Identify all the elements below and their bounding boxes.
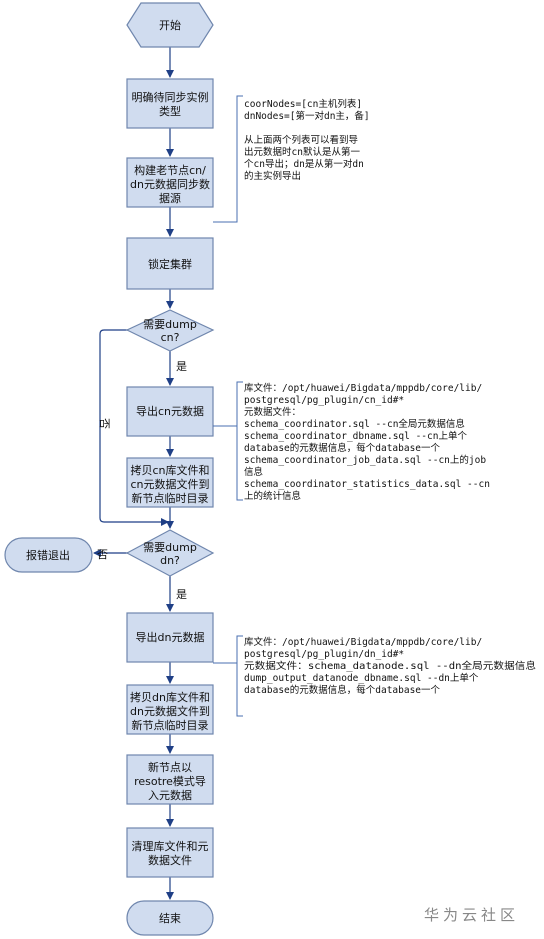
cn-no-label: 否 xyxy=(98,418,111,429)
dn-no-label: 否 xyxy=(97,548,108,561)
copy-dn-label-1: 拷贝dn库文件和 xyxy=(130,690,210,704)
export-cn-label: 导出cn元数据 xyxy=(136,404,204,418)
dn-note-line-3: 元数据文件：schema_datanode.sql --dn全局元数据信息 xyxy=(244,660,536,672)
cn-note-line-4: schema_coordinator.sql --cn全局元数据信息 xyxy=(244,418,465,430)
lock-cluster-node xyxy=(126,237,214,290)
build-source-label-1: 构建老节点cn/ xyxy=(134,163,206,177)
cn-note-line-3: 元数据文件： xyxy=(244,406,301,418)
determine-type-label-1: 明确待同步实例 xyxy=(132,90,209,104)
cn-note: 库文件：/opt/huawei/Bigdata/mppdb/core/lib/ … xyxy=(244,382,490,502)
dn-note-line-1: 库文件：/opt/huawei/Bigdata/mppdb/core/lib/ xyxy=(244,636,482,648)
dn-note-line-5: database的元数据信息，每个database一个 xyxy=(244,684,441,696)
start-label: 开始 xyxy=(159,18,181,32)
need-dump-cn-decision xyxy=(125,309,215,352)
error-exit-label: 报错退出 xyxy=(26,548,70,562)
cn-note-line-9: schema_coordinator_statistics_data.sql -… xyxy=(244,479,490,490)
end-node xyxy=(126,900,214,936)
dn-note: 库文件：/opt/huawei/Bigdata/mppdb/core/lib/ … xyxy=(244,636,536,696)
lock-cluster-label: 锁定集群 xyxy=(148,257,192,271)
need-dump-cn-label-1: 需要dump xyxy=(143,318,197,331)
copy-cn-label-1: 拷贝cn库文件和 xyxy=(130,463,209,477)
start-node xyxy=(126,2,214,48)
copy-dn-label-3: 新节点临时目录 xyxy=(132,718,209,732)
end-label: 结束 xyxy=(159,912,181,925)
dn-note-line-2: postgresql/pg_plugin/dn_id#* xyxy=(244,649,404,660)
dn-yes-label: 是 xyxy=(176,588,187,601)
cn-note-line-8: 信息 xyxy=(244,466,263,478)
source-note-line-4: 从上面两个列表可以看到导 xyxy=(244,134,358,146)
copy-cn-label-2: cn元数据文件到 xyxy=(130,477,209,491)
cn-note-line-10: 上的统计信息 xyxy=(244,490,301,502)
build-source-node xyxy=(126,157,214,208)
note-brackets xyxy=(213,95,243,717)
source-note-line-1: coorNodes=[cn主机列表] xyxy=(244,98,362,110)
build-source-label-3: 据源 xyxy=(159,191,181,205)
cn-note-line-7: schema_coordinator_job_data.sql --cn上的jo… xyxy=(244,454,486,466)
restore-label-2: resotre模式导 xyxy=(134,775,206,788)
source-note-bracket xyxy=(213,95,243,223)
source-note-line-7: 的主实例导出 xyxy=(244,170,301,182)
copy-cn-label-3: 新节点临时目录 xyxy=(132,491,209,505)
cn-note-line-2: postgresql/pg_plugin/cn_id#* xyxy=(244,395,404,406)
cleanup-label-1: 清理库文件和元 xyxy=(132,839,209,853)
determine-type-label-2: 类型 xyxy=(159,104,181,118)
build-source-label-2: dn元数据同步数 xyxy=(130,177,210,191)
cn-note-line-5: schema_coordinator_dbname.sql --cn上单个 xyxy=(244,430,467,442)
restore-label-3: 入元数据 xyxy=(148,788,192,802)
source-note-line-5: 出元数据时cn默认是从第一 xyxy=(244,146,360,158)
watermark: 华为云社区 xyxy=(424,906,519,924)
restore-node xyxy=(126,754,214,805)
dn-note-line-4: dump_output_datanode_dbname.sql --dn上单个 xyxy=(244,672,479,684)
cleanup-node xyxy=(126,827,214,878)
need-dump-dn-label-1: 需要dump xyxy=(143,541,197,554)
determine-type-node xyxy=(126,78,214,129)
copy-dn-node xyxy=(126,684,214,735)
restore-label-1: 新节点以 xyxy=(148,760,192,774)
error-exit-node xyxy=(4,537,93,573)
arrow-cn-no-bypass xyxy=(99,329,169,526)
cn-note-line-6: database的元数据信息，每个database一个 xyxy=(244,442,441,454)
dn-note-bracket xyxy=(236,635,243,717)
source-note: coorNodes=[cn主机列表] dnNodes=[第一对dn主，备] 从上… xyxy=(244,98,370,182)
copy-dn-label-2: dn元数据文件到 xyxy=(130,704,210,718)
cleanup-label-2: 数据文件 xyxy=(148,853,192,867)
cn-yes-label: 是 xyxy=(176,360,187,373)
cn-note-line-1: 库文件：/opt/huawei/Bigdata/mppdb/core/lib/ xyxy=(244,382,482,394)
need-dump-dn-decision xyxy=(125,529,215,577)
cn-note-bracket xyxy=(236,381,243,501)
source-note-line-2: dnNodes=[第一对dn主，备] xyxy=(244,110,370,122)
copy-cn-node xyxy=(126,457,214,508)
need-dump-cn-label-2: cn? xyxy=(161,331,180,344)
export-cn-node xyxy=(126,386,214,437)
export-dn-node xyxy=(126,612,214,663)
source-note-line-6: 个cn导出；dn是从第一对dn xyxy=(244,158,364,170)
need-dump-dn-label-2: dn? xyxy=(160,554,180,567)
export-dn-label: 导出dn元数据 xyxy=(136,630,205,644)
